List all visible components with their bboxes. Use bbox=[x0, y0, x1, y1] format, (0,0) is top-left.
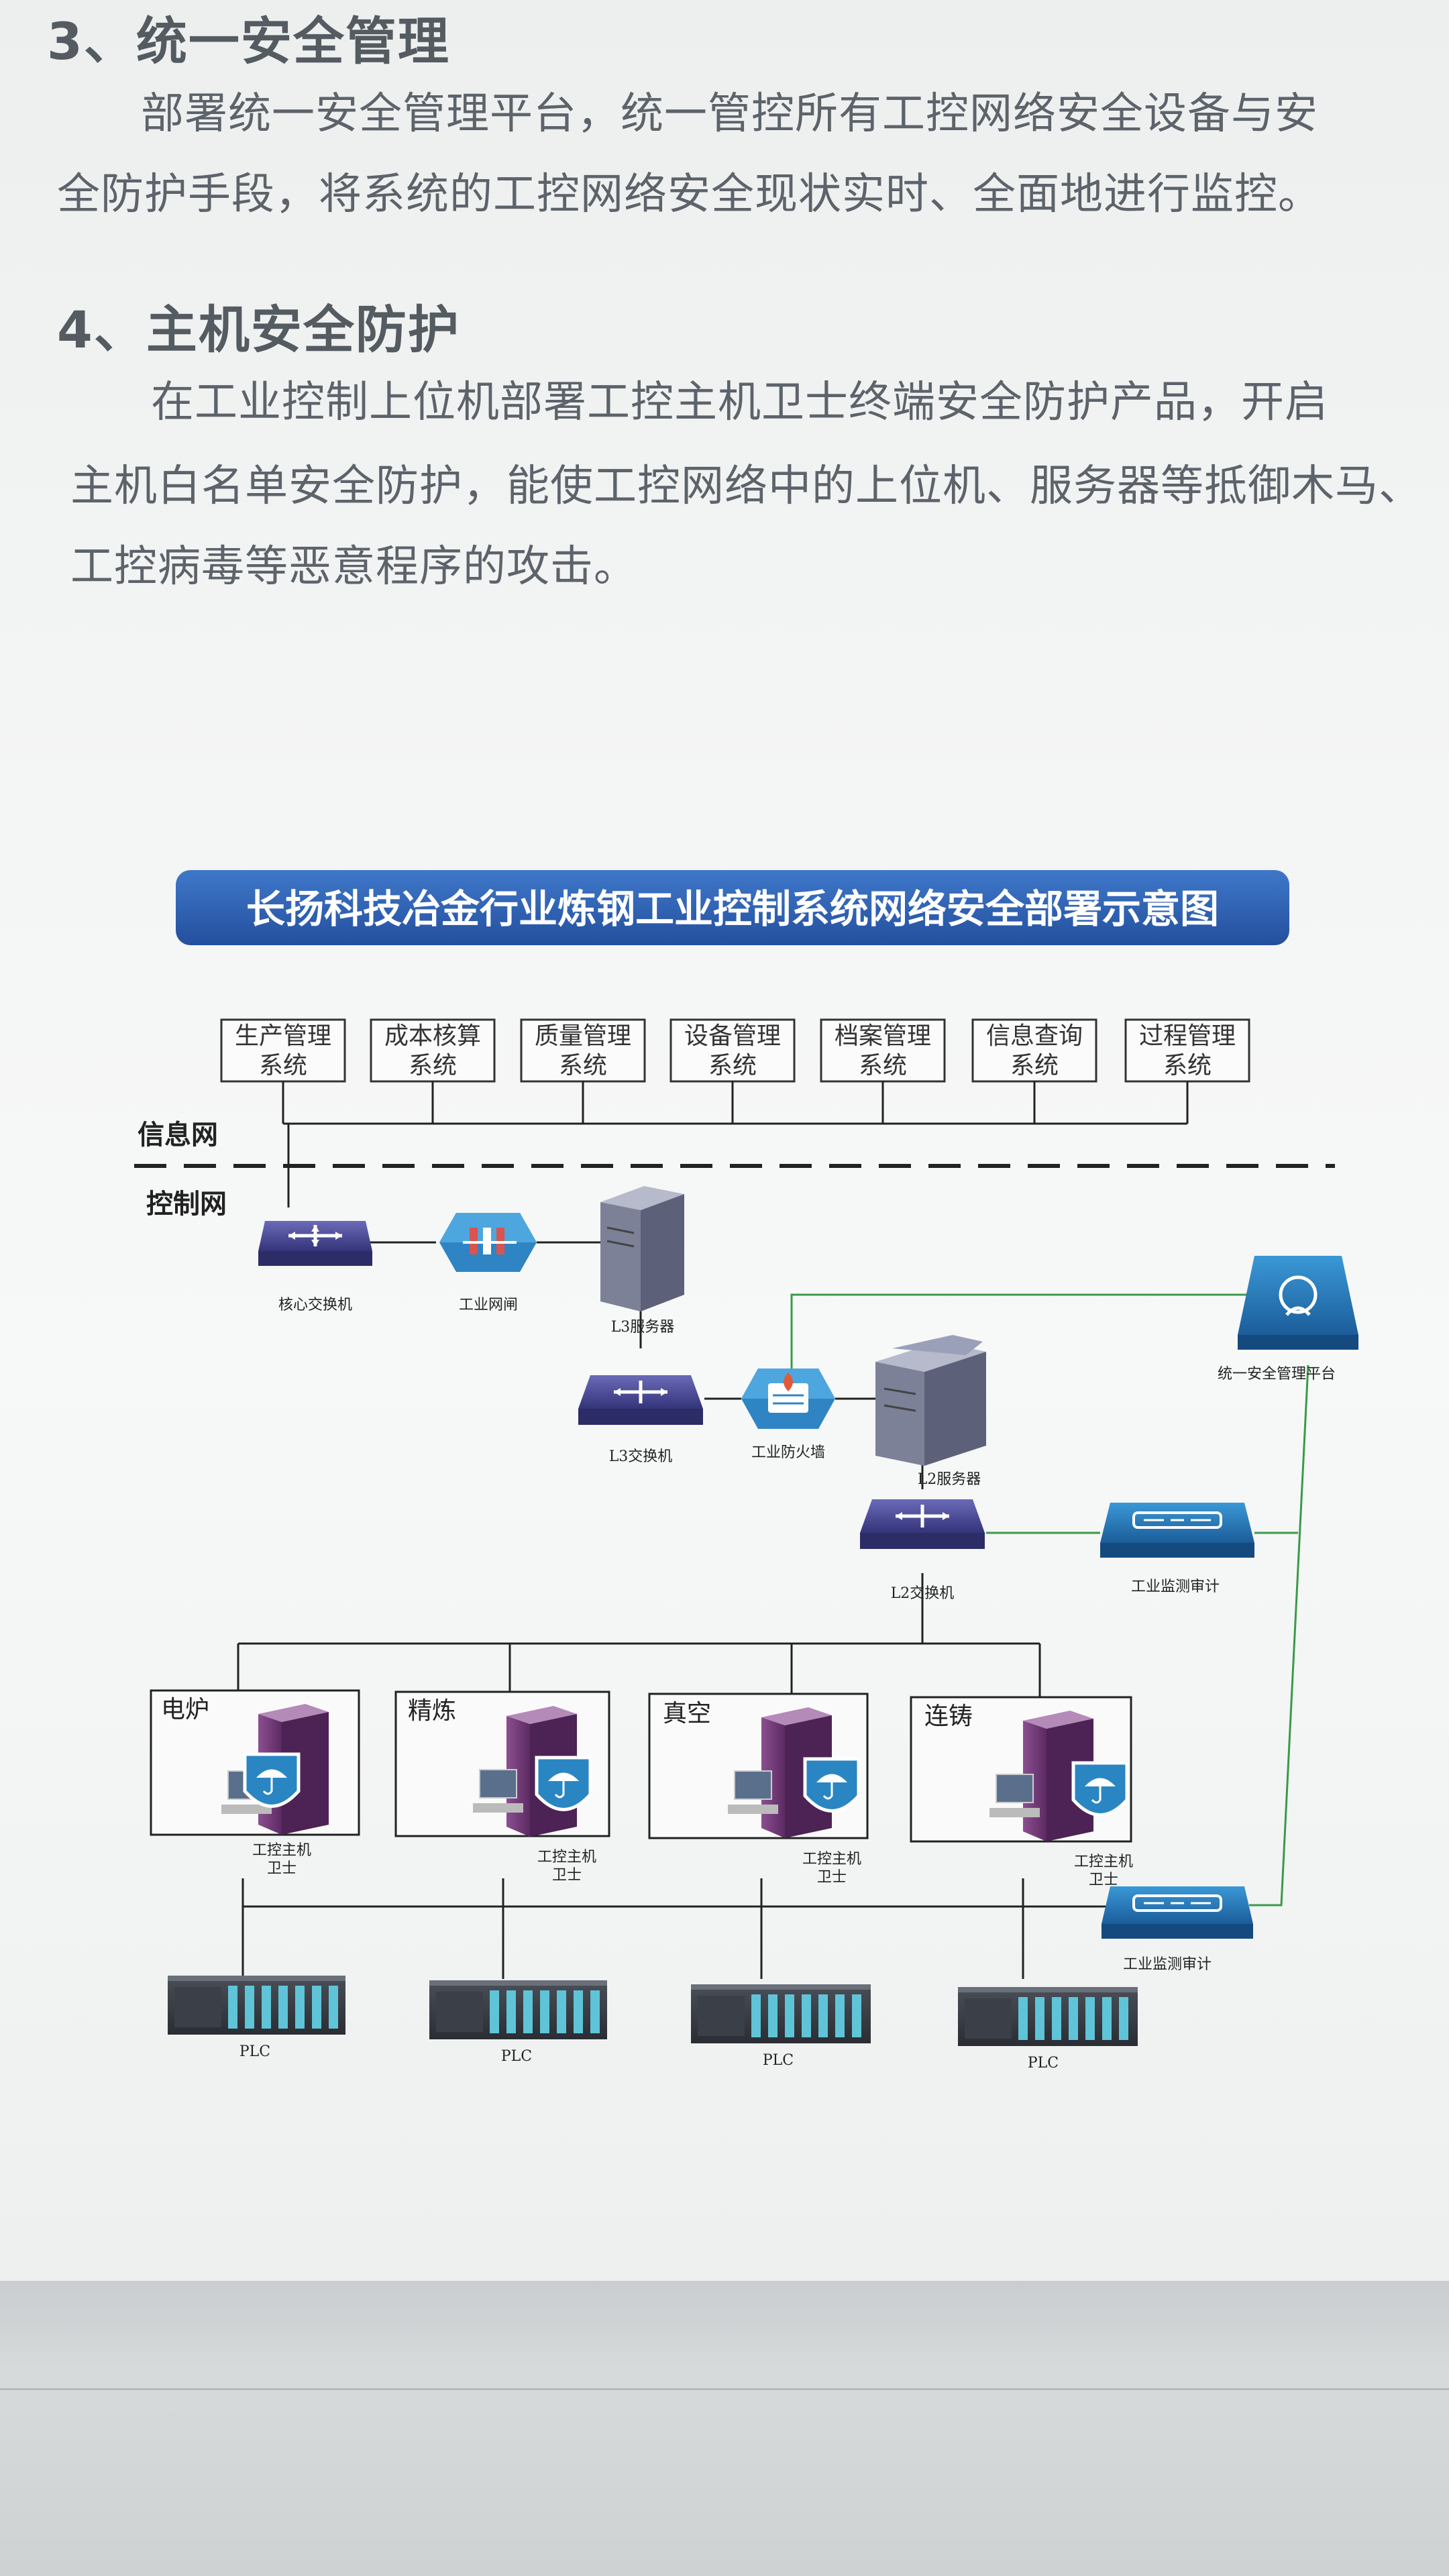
plc-device-3 bbox=[691, 1984, 871, 2043]
l3-switch-label: L3交换机 bbox=[609, 1448, 673, 1465]
plc-device-1 bbox=[168, 1976, 345, 2035]
industrial-gateway-icon bbox=[439, 1213, 537, 1272]
area-box-3: 真空 bbox=[648, 1693, 869, 1839]
area-1-guard-line1: 工控主机 bbox=[252, 1842, 311, 1859]
plc-device-2 bbox=[429, 1980, 607, 2039]
system-1-line1: 生产管理 bbox=[235, 1022, 331, 1050]
bottom-wall-strip bbox=[0, 2281, 1449, 2576]
system-7-line1: 过程管理 bbox=[1139, 1022, 1236, 1050]
system-1-line2: 系统 bbox=[259, 1052, 307, 1079]
area-2-name: 精炼 bbox=[408, 1697, 456, 1725]
system-box-2: 成本核算 系统 bbox=[370, 1018, 496, 1083]
area-3-guard-line2: 卫士 bbox=[817, 1869, 847, 1886]
audit-device-top-icon bbox=[1100, 1503, 1254, 1558]
mgmt-platform-label: 统一安全管理平台 bbox=[1218, 1366, 1336, 1383]
system-box-3: 质量管理 系统 bbox=[520, 1018, 646, 1083]
l2-server-label: L2服务器 bbox=[918, 1471, 981, 1488]
section-4-line-3: 工控病毒等恶意程序的攻击。 bbox=[70, 542, 637, 592]
plc-device-4 bbox=[958, 1987, 1138, 2046]
system-2-line1: 成本核算 bbox=[384, 1022, 481, 1050]
l3-server-icon bbox=[600, 1186, 684, 1311]
system-box-1: 生产管理 系统 bbox=[220, 1018, 346, 1083]
area-2-guard-line1: 工控主机 bbox=[537, 1849, 596, 1866]
core-switch-icon bbox=[258, 1221, 372, 1266]
industrial-firewall-icon bbox=[741, 1368, 835, 1429]
l3-server-label: L3服务器 bbox=[611, 1319, 675, 1336]
area-4-guard-line2: 卫士 bbox=[1089, 1872, 1118, 1888]
plc-1-label: PLC bbox=[239, 2043, 270, 2060]
area-4-guard-line1: 工控主机 bbox=[1074, 1854, 1133, 1870]
plc-2-label: PLC bbox=[501, 2048, 532, 2065]
section-3-line-2: 全防护手段，将系统的工控网络安全现状实时、全面地进行监控。 bbox=[57, 170, 1322, 219]
system-3-line2: 系统 bbox=[559, 1052, 607, 1079]
l2-server-icon bbox=[875, 1335, 986, 1466]
diagram-title: 长扬科技冶金行业炼钢工业控制系统网络安全部署示意图 bbox=[246, 886, 1219, 932]
system-6-line1: 信息查询 bbox=[986, 1022, 1083, 1050]
system-box-5: 档案管理 系统 bbox=[820, 1018, 946, 1083]
l3-switch-icon bbox=[578, 1375, 703, 1425]
system-6-line2: 系统 bbox=[1010, 1052, 1059, 1079]
section-3-heading: 3、统一安全管理 bbox=[47, 11, 450, 71]
l2-switch-label: L2交换机 bbox=[891, 1585, 955, 1602]
system-2-line2: 系统 bbox=[409, 1052, 457, 1079]
area-1-guard-line2: 卫士 bbox=[267, 1860, 297, 1877]
audit-device-top-label: 工业监测审计 bbox=[1131, 1578, 1220, 1595]
zone-info-label: 信息网 bbox=[138, 1120, 218, 1150]
system-5-line1: 档案管理 bbox=[835, 1022, 931, 1050]
system-bus bbox=[282, 1081, 1189, 1208]
zone-control-label: 控制网 bbox=[146, 1189, 227, 1220]
system-4-line2: 系统 bbox=[708, 1052, 757, 1079]
core-switch-label: 核心交换机 bbox=[278, 1297, 352, 1313]
system-box-6: 信息查询 系统 bbox=[971, 1018, 1097, 1083]
section-4-heading: 4、主机安全防护 bbox=[57, 300, 460, 360]
industrial-gateway-label: 工业网闸 bbox=[459, 1297, 518, 1313]
area-4-name: 连铸 bbox=[924, 1703, 973, 1730]
system-7-line2: 系统 bbox=[1163, 1052, 1212, 1079]
section-3-line-1: 部署统一安全管理平台，统一管控所有工控网络安全设备与安 bbox=[141, 89, 1318, 139]
area-box-2: 精炼 bbox=[394, 1690, 610, 1837]
section-4-line-2: 主机白名单安全防护，能使工控网络中的上位机、服务器等抵御木马、 bbox=[70, 462, 1422, 511]
area-1-name: 电炉 bbox=[161, 1696, 209, 1723]
management-links bbox=[790, 1293, 1309, 1907]
area-box-1: 电炉 bbox=[150, 1689, 360, 1836]
plc-4-label: PLC bbox=[1028, 2055, 1059, 2072]
area-3-name: 真空 bbox=[663, 1700, 711, 1727]
audit-device-bottom-icon bbox=[1102, 1886, 1253, 1939]
area-3-guard-line1: 工控主机 bbox=[802, 1851, 861, 1868]
area-2-guard-line2: 卫士 bbox=[552, 1867, 582, 1884]
system-box-4: 设备管理 系统 bbox=[669, 1018, 796, 1083]
l2-switch-icon bbox=[860, 1499, 985, 1549]
system-5-line2: 系统 bbox=[859, 1052, 907, 1079]
plc-3-label: PLC bbox=[763, 2052, 794, 2069]
diagram-title-bar: 长扬科技冶金行业炼钢工业控制系统网络安全部署示意图 bbox=[176, 870, 1289, 945]
bottom-divider bbox=[0, 2388, 1449, 2390]
system-box-7: 过程管理 系统 bbox=[1124, 1018, 1250, 1083]
industrial-firewall-label: 工业防火墙 bbox=[751, 1444, 825, 1461]
system-3-line1: 质量管理 bbox=[535, 1022, 631, 1050]
system-4-line1: 设备管理 bbox=[684, 1022, 781, 1050]
mgmt-platform-icon bbox=[1238, 1256, 1358, 1350]
audit-device-bottom-label: 工业监测审计 bbox=[1123, 1956, 1212, 1973]
network-diagram: 长扬科技冶金行业炼钢工业控制系统网络安全部署示意图 生产管理 系统 成本核算 系… bbox=[134, 870, 1358, 2072]
section-4-line-1: 在工业控制上位机部署工控主机卫士终端安全防护产品，开启 bbox=[151, 378, 1328, 427]
area-box-4: 连铸 bbox=[910, 1696, 1132, 1843]
